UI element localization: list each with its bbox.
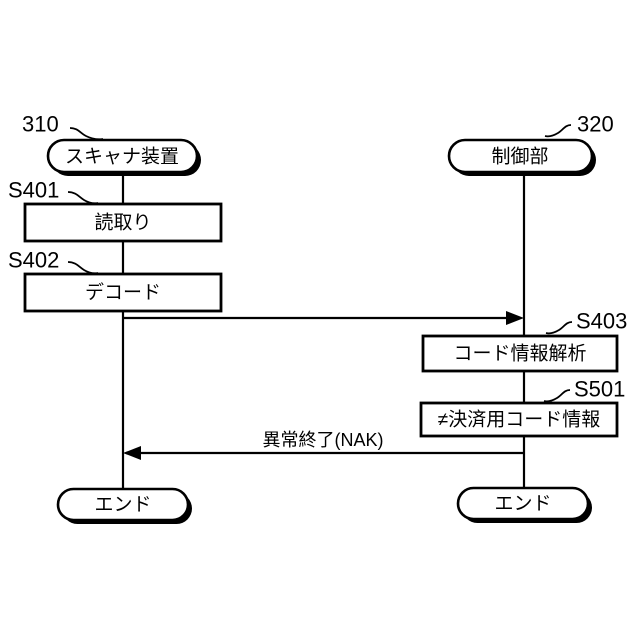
ref-number-320: 320 [577, 112, 614, 137]
node-controller-start-outline [447, 138, 594, 174]
step-box-s403-outline [421, 334, 619, 373]
step-box-s403-label: コード情報解析 [453, 343, 586, 365]
node-scanner-end[interactable]: エンド [56, 487, 192, 524]
leader-line-s403 [545, 321, 573, 335]
leader-line-310 [69, 127, 104, 141]
message-nak-arrowhead [123, 446, 141, 460]
step-box-s402-outline [23, 272, 223, 313]
step-number-s401: S401 [8, 178, 59, 203]
node-controller-end[interactable]: エンド [456, 486, 592, 523]
step-box-s501[interactable]: ≠決済用コード情報 [419, 401, 619, 438]
step-box-s401-outline [23, 202, 223, 243]
step-box-s501-label: ≠決済用コード情報 [438, 409, 600, 431]
node-controller-end-label: エンド [494, 494, 551, 515]
step-box-s402[interactable]: デコード [23, 272, 223, 313]
ref-number-310: 310 [22, 112, 59, 137]
step-number-s402: S402 [8, 248, 59, 273]
node-scanner-start-label: スキャナ装置 [65, 146, 179, 168]
node-controller-start-label: 制御部 [491, 146, 548, 168]
message-nak-label: 異常終了(NAK) [263, 430, 384, 450]
message-nak[interactable]: 異常終了(NAK) [123, 430, 524, 460]
step-box-s401[interactable]: 読取り [23, 202, 223, 243]
leader-line-320 [544, 124, 572, 138]
leader-line-s402 [67, 261, 99, 275]
node-controller-end-outline [456, 486, 590, 521]
step-number-s403: S403 [576, 309, 627, 334]
step-number-s501: S501 [574, 377, 625, 402]
step-box-s501-outline [419, 401, 619, 438]
step-box-s402-label: デコード [85, 282, 161, 304]
leader-line-s401 [67, 191, 99, 205]
node-scanner-end-label: エンド [94, 495, 151, 516]
step-box-s403[interactable]: コード情報解析 [421, 334, 619, 373]
node-controller-start[interactable]: 制御部 [447, 138, 596, 176]
node-scanner-start[interactable]: スキャナ装置 [46, 138, 201, 176]
leader-line-s501 [543, 389, 571, 403]
message-request[interactable] [123, 311, 524, 325]
node-scanner-end-outline [56, 487, 190, 522]
message-request-arrowhead [506, 311, 524, 325]
step-box-s401-label: 読取り [94, 212, 151, 234]
node-scanner-start-outline [46, 138, 199, 174]
